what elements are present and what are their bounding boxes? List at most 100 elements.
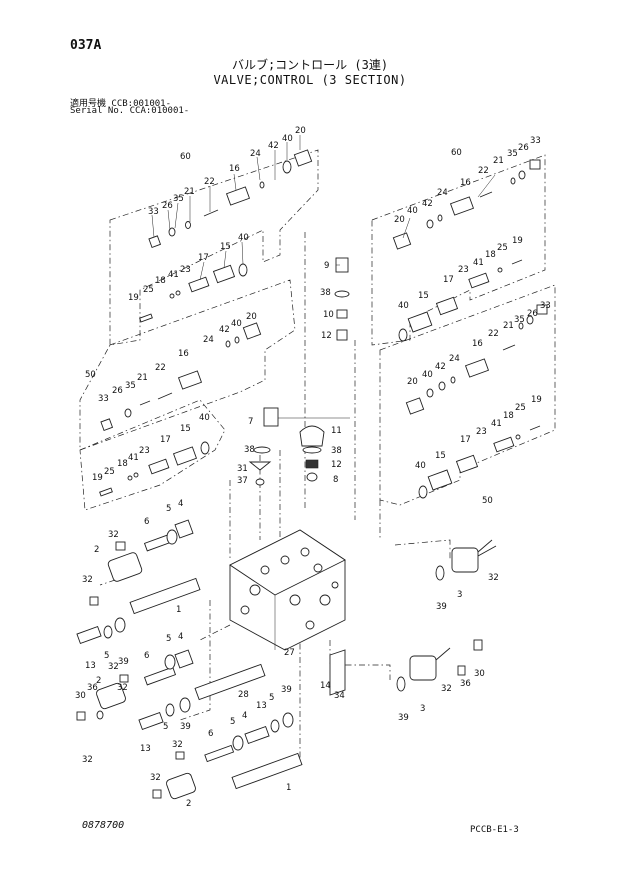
callout-17: 17	[198, 253, 209, 263]
callout-21c: 21	[493, 156, 504, 166]
callout-26d: 26	[527, 309, 538, 319]
callout-15b: 15	[180, 424, 191, 434]
callout-1: 1	[176, 605, 181, 615]
callout-40: 40	[282, 134, 293, 144]
callout-5d: 5	[163, 722, 168, 732]
callout-32h: 32	[488, 573, 499, 583]
group-outline-50-right	[379, 284, 556, 506]
callout-50-left: 50	[85, 370, 96, 380]
callout-40f: 40	[398, 301, 409, 311]
callout-22: 22	[204, 177, 215, 187]
callout-13b: 13	[140, 744, 151, 754]
serial-line-en: Serial No. CCA:010001-	[70, 106, 190, 116]
callout-20: 20	[295, 126, 306, 136]
callout-numbers: 60 20 40 42 24 16 22 21 35 26 33 40 15 1…	[75, 126, 551, 809]
callout-16b: 16	[178, 349, 189, 359]
callout-19c: 19	[512, 236, 523, 246]
callout-18: 18	[155, 276, 166, 286]
callout-23d: 23	[476, 427, 487, 437]
callout-60-upper-left: 60	[180, 152, 191, 162]
callout-18b: 18	[117, 459, 128, 469]
callout-32c: 32	[108, 662, 119, 672]
callout-15: 15	[220, 242, 231, 252]
callout-33b: 33	[98, 394, 109, 404]
callout-36b: 36	[460, 679, 471, 689]
callout-24b: 24	[203, 335, 214, 345]
callout-32: 32	[108, 530, 119, 540]
callout-38: 38	[320, 288, 331, 298]
callout-37: 37	[237, 476, 248, 486]
callout-5e: 5	[230, 717, 235, 727]
callout-30b: 30	[474, 669, 485, 679]
group-outline-60-right	[371, 154, 546, 346]
callout-18c: 18	[485, 250, 496, 260]
callout-39d: 39	[436, 602, 447, 612]
callout-13c: 13	[256, 701, 267, 711]
callout-26b: 26	[112, 386, 123, 396]
callout-28: 28	[238, 690, 249, 700]
callout-16c: 16	[460, 178, 471, 188]
parts-upper-right	[392, 159, 541, 342]
callout-20c: 20	[394, 215, 405, 225]
callout-42: 42	[268, 141, 279, 151]
callout-5c: 5	[166, 634, 171, 644]
callout-19b: 19	[92, 473, 103, 483]
leader-dashed-12	[199, 624, 231, 641]
callout-35: 35	[173, 194, 184, 204]
parts-center	[248, 257, 350, 486]
page-reference: PCCB-E1-3	[470, 825, 519, 835]
callout-21d: 21	[503, 321, 514, 331]
callout-38b: 38	[244, 445, 255, 455]
callout-32b: 32	[82, 575, 93, 585]
callout-21: 21	[184, 187, 195, 197]
callout-25d: 25	[515, 403, 526, 413]
callout-11: 11	[331, 426, 342, 436]
callout-32e: 32	[172, 740, 183, 750]
callout-39c: 39	[281, 685, 292, 695]
callout-41c: 41	[473, 258, 484, 268]
drawing-number: 0878700	[82, 820, 125, 831]
callout-40b: 40	[238, 233, 249, 243]
leader-dashed-8	[179, 600, 211, 721]
callout-15d: 15	[435, 451, 446, 461]
callout-2c: 2	[186, 799, 191, 809]
parts-right-caps	[329, 539, 497, 696]
callout-30: 30	[75, 691, 86, 701]
callout-20b: 20	[246, 312, 257, 322]
callout-19d: 19	[531, 395, 542, 405]
callout-24d: 24	[449, 354, 460, 364]
callout-8: 8	[333, 475, 338, 485]
parts-left-lower	[76, 519, 303, 800]
callout-3b: 3	[420, 704, 425, 714]
callout-40d: 40	[199, 413, 210, 423]
title-english: VALVE;CONTROL (3 SECTION)	[213, 73, 407, 87]
callout-35b: 35	[125, 381, 136, 391]
callout-39e: 39	[398, 713, 409, 723]
callout-26c: 26	[518, 143, 529, 153]
callout-36: 36	[87, 683, 98, 693]
callout-5b: 5	[104, 651, 109, 661]
callout-16: 16	[229, 164, 240, 174]
title-japanese: バルブ;コントロール (3連)	[231, 58, 389, 72]
callout-40c: 40	[231, 319, 242, 329]
group-outline-50-left-lower	[79, 399, 226, 511]
callout-21b: 21	[137, 373, 148, 383]
valve-body	[229, 529, 346, 651]
page-code: 037A	[70, 38, 102, 53]
group-outline-50-left	[79, 279, 296, 451]
callout-40g: 40	[422, 370, 433, 380]
callout-17d: 17	[460, 435, 471, 445]
callout-16d: 16	[472, 339, 483, 349]
callout-4b: 4	[178, 632, 183, 642]
callout-4c: 4	[242, 711, 247, 721]
callout-41d: 41	[491, 419, 502, 429]
callout-14: 14	[320, 681, 331, 691]
callout-25c: 25	[497, 243, 508, 253]
callout-17b: 17	[160, 435, 171, 445]
callout-2b: 2	[96, 676, 101, 686]
callout-18d: 18	[503, 411, 514, 421]
callout-23: 23	[180, 265, 191, 275]
callout-35d: 35	[514, 315, 525, 325]
callout-5: 5	[166, 504, 171, 514]
